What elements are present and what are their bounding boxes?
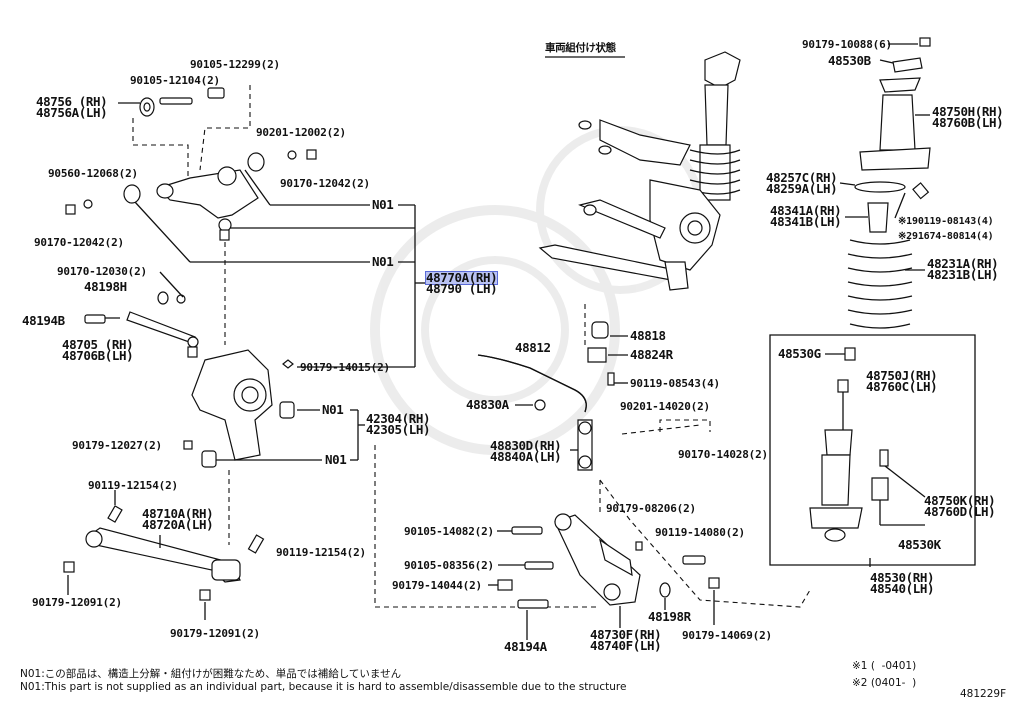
assembled-view bbox=[538, 51, 741, 291]
label-48750k[interactable]: 48750K(RH) bbox=[924, 493, 996, 508]
note-n01-english: N01:This part is not supplied as an indi… bbox=[20, 681, 627, 693]
n01-label-a: N01 bbox=[372, 197, 394, 212]
label-90179-08206[interactable]: 90179-08206(2) bbox=[606, 502, 696, 515]
label-48530k[interactable]: 48530K bbox=[898, 537, 941, 552]
label-48740f[interactable]: 48740F(LH) bbox=[590, 638, 662, 653]
label-90105-08356[interactable]: 90105-08356(2) bbox=[404, 559, 494, 572]
label-48790[interactable]: 48790 (LH) bbox=[426, 281, 498, 296]
label-48530[interactable]: 48530(RH) bbox=[870, 570, 935, 585]
label-48812[interactable]: 48812 bbox=[515, 340, 551, 355]
label-90170-12042-a[interactable]: 90170-12042(2) bbox=[280, 177, 370, 190]
footnote-1: ※1 ( -0401) bbox=[852, 660, 917, 672]
note-n01-japanese: N01:この部品は、構造上分解・組付けが困難なため、単品では補給していません bbox=[20, 668, 402, 680]
label-48194b[interactable]: 48194B bbox=[22, 313, 65, 328]
lower-arm-group bbox=[488, 479, 811, 640]
label-90105-14082[interactable]: 90105-14082(2) bbox=[404, 525, 494, 538]
label-48710a[interactable]: 48710A(RH) bbox=[142, 506, 214, 521]
label-90105-12299[interactable]: 90105-12299(2) bbox=[190, 58, 280, 71]
label-48341a[interactable]: 48341A(RH) bbox=[770, 203, 842, 218]
label-42305[interactable]: 42305(LH) bbox=[366, 422, 431, 437]
label-48259a[interactable]: 48259A(LH) bbox=[766, 181, 838, 196]
label-48818[interactable]: 48818 bbox=[630, 328, 666, 343]
stabilizer-group bbox=[477, 300, 711, 515]
label-90119-14080[interactable]: 90119-14080(2) bbox=[655, 526, 745, 539]
assembled-view-title: 車両組付け状態 bbox=[545, 42, 616, 54]
label-48730f[interactable]: 48730F(RH) bbox=[590, 627, 662, 642]
label-48198r[interactable]: 48198R bbox=[648, 609, 691, 624]
label-48705[interactable]: 48705 (RH) bbox=[62, 337, 134, 352]
label-48194a[interactable]: 48194A bbox=[504, 639, 547, 654]
label-90179-12091-b[interactable]: 90179-12091(2) bbox=[170, 627, 260, 640]
label-90170-12030[interactable]: 90170-12030(2) bbox=[57, 265, 147, 278]
label-48750h[interactable]: 48750H(RH) bbox=[932, 104, 1004, 119]
label-90179-14044[interactable]: 90179-14044(2) bbox=[392, 579, 482, 592]
label-90179-12027[interactable]: 90179-12027(2) bbox=[72, 439, 162, 452]
label-48756[interactable]: 48756 (RH) bbox=[36, 94, 108, 109]
label-48706b[interactable]: 48706B(LH) bbox=[62, 348, 134, 363]
label-90119-08143[interactable]: ※190119-08143(4) bbox=[898, 216, 994, 227]
label-90119-12154-b[interactable]: 90119-12154(2) bbox=[276, 546, 366, 559]
label-48830d[interactable]: 48830D(RH) bbox=[490, 438, 562, 453]
label-48760d[interactable]: 48760D(LH) bbox=[924, 504, 996, 519]
label-48824r[interactable]: 48824R bbox=[630, 347, 673, 362]
label-48760c[interactable]: 48760C(LH) bbox=[866, 379, 938, 394]
label-90201-12002[interactable]: 90201-12002(2) bbox=[256, 126, 346, 139]
label-90179-12091-a[interactable]: 90179-12091(2) bbox=[32, 596, 122, 609]
lateral-link-group bbox=[84, 271, 199, 358]
label-91674-80814[interactable]: ※291674-80814(4) bbox=[898, 231, 994, 242]
label-48840a[interactable]: 48840A(LH) bbox=[490, 449, 562, 464]
label-90201-14020[interactable]: 90201-14020(2) bbox=[620, 400, 710, 413]
label-48720a[interactable]: 48720A(LH) bbox=[142, 517, 214, 532]
label-42304[interactable]: 42304(RH) bbox=[366, 411, 431, 426]
label-90119-12154-a[interactable]: 90119-12154(2) bbox=[88, 479, 178, 492]
label-48257c[interactable]: 48257C(RH) bbox=[766, 170, 838, 185]
footnote-2: ※2 (0401- ) bbox=[852, 677, 917, 689]
label-90170-14028[interactable]: 90170-14028(2) bbox=[678, 448, 768, 461]
label-48756a[interactable]: 48756A(LH) bbox=[36, 105, 108, 120]
label-90119-08543[interactable]: 90119-08543(4) bbox=[630, 377, 720, 390]
label-48231b[interactable]: 48231B(LH) bbox=[927, 267, 999, 282]
label-90560-12068[interactable]: 90560-12068(2) bbox=[48, 167, 138, 180]
label-48231a[interactable]: 48231A(RH) bbox=[927, 256, 999, 271]
label-90179-14015[interactable]: 90179-14015(2) bbox=[300, 361, 390, 374]
label-48760b[interactable]: 48760B(LH) bbox=[932, 115, 1004, 130]
label-48750j[interactable]: 48750J(RH) bbox=[866, 368, 938, 383]
label-90170-12042-b[interactable]: 90170-12042(2) bbox=[34, 236, 124, 249]
label-48530g[interactable]: 48530G bbox=[778, 346, 821, 361]
label-48830a[interactable]: 48830A bbox=[466, 397, 509, 412]
label-48770a[interactable]: 48770A(RH) bbox=[424, 270, 499, 285]
n01-label-d: N01 bbox=[325, 452, 347, 467]
label-48540[interactable]: 48540(LH) bbox=[870, 581, 935, 596]
diagram-code: 481229F bbox=[960, 688, 1007, 700]
label-48530b[interactable]: 48530B bbox=[828, 53, 871, 68]
n01-label-c: N01 bbox=[322, 402, 344, 417]
knuckle-group bbox=[183, 349, 365, 545]
shock-spring-group bbox=[769, 37, 976, 567]
n01-label-b: N01 bbox=[372, 254, 394, 269]
label-48198h[interactable]: 48198H bbox=[84, 279, 127, 294]
label-90179-14069[interactable]: 90179-14069(2) bbox=[682, 629, 772, 642]
lower-link-group bbox=[63, 490, 265, 620]
upper-arm-group bbox=[65, 85, 425, 368]
label-48341b[interactable]: 48341B(LH) bbox=[770, 214, 842, 229]
label-90105-12104[interactable]: 90105-12104(2) bbox=[130, 74, 220, 87]
label-90179-10088[interactable]: 90179-10088(6) bbox=[802, 38, 892, 51]
